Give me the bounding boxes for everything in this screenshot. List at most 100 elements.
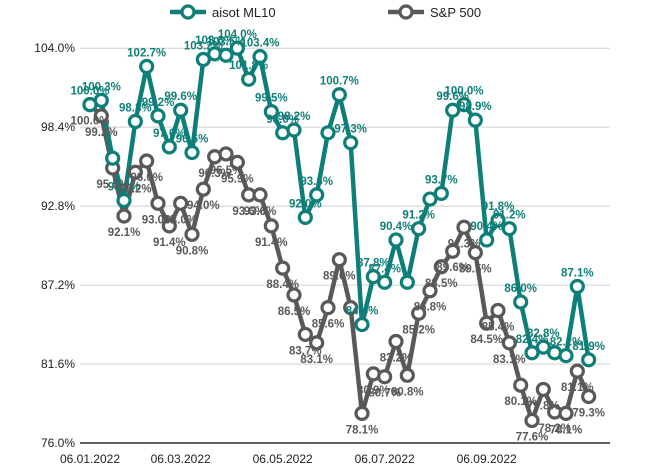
data-point-aisot-ml10 [433, 185, 449, 202]
data-label-sp500: 93.0% [164, 214, 197, 226]
data-label-aisot-ml10: 97.0% [153, 128, 186, 140]
data-label-sp500: 93.6% [244, 206, 277, 218]
data-label-sp500: 95.2% [119, 183, 152, 195]
data-point-sp500 [93, 108, 109, 124]
data-labels: 100.0%100.3%93.2%98.8%102.7%99.2%97.0%99… [70, 29, 604, 443]
data-label-aisot-ml10: 96.6% [176, 134, 209, 146]
data-label-sp500: 79.8% [527, 400, 560, 412]
data-label-aisot-ml10: 97.3% [334, 124, 367, 136]
data-point-sp500 [150, 195, 166, 211]
data-label-sp500: 86.5% [278, 306, 311, 318]
data-label-sp500: 83.1% [300, 354, 333, 366]
data-label-aisot-ml10: 90.4% [470, 221, 503, 233]
data-label-aisot-ml10: 91.2% [402, 210, 435, 222]
legend-swatch-marker [398, 4, 414, 20]
data-point-aisot-ml10 [184, 144, 200, 161]
data-label-aisot-ml10: 81.9% [572, 341, 605, 353]
data-point-aisot-ml10 [127, 113, 143, 130]
data-point-aisot-ml10 [309, 187, 325, 203]
legend-label: aisot ML10 [212, 5, 276, 20]
y-tick-label: 98.4% [41, 120, 75, 134]
data-point-sp500 [184, 226, 200, 242]
data-point-sp500 [490, 302, 506, 319]
data-label-sp500: 80.9% [357, 385, 390, 397]
data-point-sp500 [263, 218, 279, 234]
data-label-sp500: 80.8% [391, 386, 424, 398]
data-label-sp500: 92.1% [108, 227, 141, 239]
data-label-sp500: 93.6% [232, 206, 265, 218]
data-label-aisot-ml10: 86.0% [504, 283, 537, 295]
data-point-aisot-ml10 [263, 104, 279, 120]
data-label-sp500: 100.0% [70, 116, 109, 128]
data-point-sp500 [524, 412, 540, 429]
data-point-aisot-ml10 [445, 102, 461, 118]
data-label-aisot-ml10: 103.2% [184, 40, 223, 52]
data-point-sp500 [501, 335, 517, 351]
data-point-sp500 [569, 363, 585, 379]
data-label-sp500: 99.2% [85, 127, 118, 139]
data-label-sp500: 78.1% [346, 424, 379, 436]
data-label-sp500: 96.0% [130, 172, 163, 184]
data-label-aisot-ml10: 99.6% [164, 91, 197, 103]
data-label-aisot-ml10: 100.0% [70, 86, 109, 98]
data-label-aisot-ml10: 82.2% [550, 337, 583, 349]
data-label-aisot-ml10: 100.3% [82, 81, 121, 93]
data-point-aisot-ml10 [388, 232, 404, 248]
data-label-sp500: 91.3% [448, 238, 481, 250]
data-label-sp500: 80.1% [504, 396, 537, 408]
data-point-sp500 [581, 388, 597, 405]
data-point-aisot-ml10 [297, 209, 313, 225]
data-label-aisot-ml10: 84.4% [346, 306, 379, 318]
data-point-aisot-ml10 [93, 92, 109, 108]
x-tick-label: 06.01.2022 [60, 452, 120, 466]
data-label-sp500: 93.0% [142, 214, 175, 226]
y-tick-label: 76.0% [41, 436, 75, 450]
data-label-aisot-ml10: 91.2% [493, 210, 526, 222]
data-point-sp500 [297, 326, 313, 343]
data-point-sp500 [286, 287, 302, 303]
data-label-sp500: 83.7% [289, 345, 322, 357]
data-point-sp500 [422, 283, 438, 299]
legend-swatch-marker [180, 4, 196, 20]
data-label-sp500: 90.8% [176, 245, 209, 257]
data-point-sp500 [377, 369, 393, 385]
data-point-aisot-ml10 [422, 191, 438, 207]
data-point-aisot-ml10 [331, 87, 347, 103]
data-point-aisot-ml10 [467, 112, 483, 128]
data-label-sp500: 84.5% [470, 334, 503, 346]
data-point-sp500 [354, 405, 370, 421]
data-point-sp500 [467, 245, 483, 261]
data-label-sp500: 88.5% [425, 278, 458, 290]
x-tick-label: 06.07.2022 [355, 452, 415, 466]
data-point-aisot-ml10 [558, 347, 574, 364]
data-label-sp500: 91.4% [153, 237, 186, 249]
data-label-sp500: 78.1% [550, 424, 583, 436]
data-label-sp500: 85.6% [312, 319, 345, 331]
data-label-aisot-ml10: 103.5% [206, 36, 245, 48]
data-label-aisot-ml10: 104.0% [218, 29, 257, 41]
data-point-aisot-ml10 [320, 125, 336, 141]
data-point-sp500 [320, 300, 336, 316]
data-label-aisot-ml10: 93.2% [108, 181, 141, 193]
data-label-aisot-ml10: 93.6% [300, 176, 333, 188]
data-label-aisot-ml10: 82.4% [516, 334, 549, 346]
data-label-sp500: 89.5% [459, 264, 492, 276]
data-point-aisot-ml10 [150, 108, 166, 124]
data-point-sp500 [127, 164, 143, 180]
data-point-sp500 [399, 367, 415, 383]
data-point-sp500 [309, 335, 325, 351]
data-label-sp500: 83.1% [493, 354, 526, 366]
data-point-aisot-ml10 [411, 221, 427, 237]
data-point-sp500 [116, 208, 132, 224]
data-label-aisot-ml10: 87.4% [368, 263, 401, 275]
data-point-sp500 [456, 219, 472, 235]
data-point-sp500 [433, 259, 449, 275]
data-label-aisot-ml10: 91.8% [482, 201, 515, 213]
data-label-sp500: 77.6% [516, 431, 549, 443]
data-point-aisot-ml10 [354, 316, 370, 333]
data-label-aisot-ml10: 87.8% [357, 258, 390, 270]
data-point-sp500 [535, 381, 551, 398]
